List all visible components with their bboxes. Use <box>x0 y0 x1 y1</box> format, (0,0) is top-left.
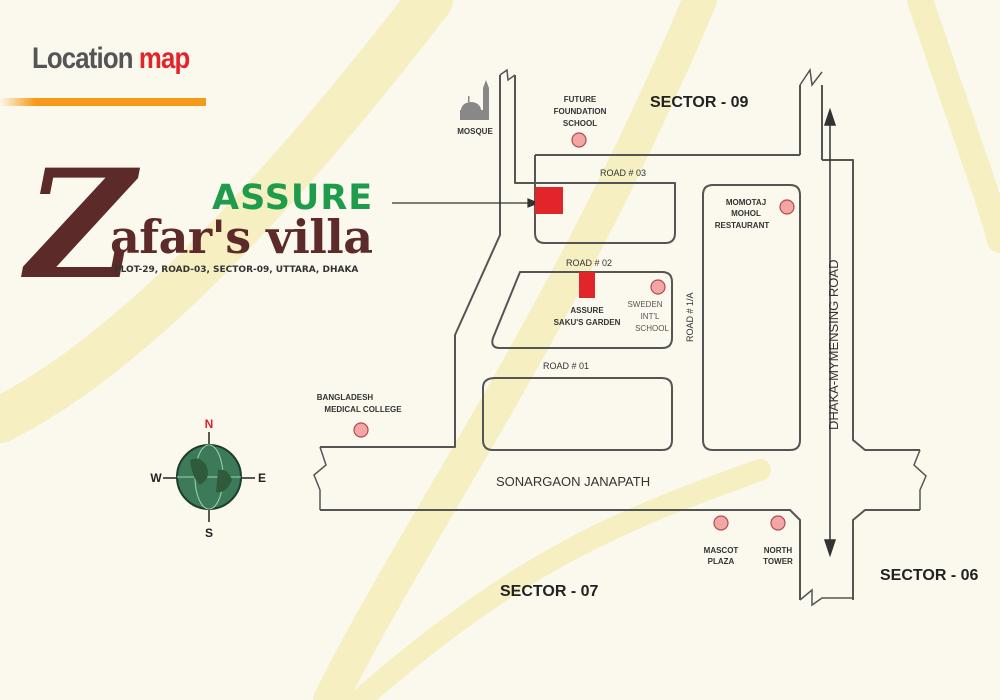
future-school-label-3: SCHOOL <box>563 119 597 128</box>
momotaj-label-3: RESTAURANT <box>715 221 770 230</box>
brand-address: PLOT-29, ROAD-03, SECTOR-09, UTTARA, DHA… <box>114 265 359 275</box>
zafars-villa-plot <box>535 187 563 214</box>
future-school-label-1: FUTURE <box>564 95 597 104</box>
compass-n: N <box>205 417 214 431</box>
north-tower-pin <box>770 515 786 531</box>
sector-06-label: SECTOR - 06 <box>880 567 979 584</box>
road-01-label: ROAD # 01 <box>543 361 589 371</box>
page-heading: Location map <box>32 42 190 76</box>
heading-location: Location <box>32 42 133 75</box>
momotaj-pin <box>779 199 795 215</box>
compass: N S E W <box>150 417 266 540</box>
momotaj-label-1: MOMOTAJ <box>726 198 766 207</box>
sweden-school-pin <box>650 279 666 295</box>
north-tower-label-2: TOWER <box>763 557 793 566</box>
sweden-school-label-2: INT'L <box>641 312 660 321</box>
mosque-label: MOSQUE <box>457 127 493 136</box>
mascot-plaza-label-2: PLAZA <box>708 557 735 566</box>
road-1a-label: ROAD # 1/A <box>685 292 695 342</box>
medical-college-label-2: MEDICAL COLLEGE <box>324 405 402 414</box>
mosque-icon <box>460 80 489 120</box>
momotaj-label-2: MOHOL <box>731 209 761 218</box>
medical-college-pin <box>353 422 369 438</box>
heading-map: map <box>138 42 190 75</box>
future-school-label-2: FOUNDATION <box>554 107 607 116</box>
sakus-garden-plot <box>579 272 595 298</box>
sonargaon-janapath-label: SONARGAON JANAPATH <box>496 474 650 489</box>
road-02-label: ROAD # 02 <box>566 258 612 268</box>
saku-label-2: SAKU'S GARDEN <box>554 318 621 327</box>
road-break-marks <box>313 67 927 607</box>
medical-college-label-1: BANGLADESH <box>317 393 374 402</box>
sweden-school-label-3: SCHOOL <box>635 324 669 333</box>
sector-07-label: SECTOR - 07 <box>500 583 599 600</box>
saku-label-1: ASSURE <box>570 306 604 315</box>
heading-underline <box>0 98 206 106</box>
north-tower-label-1: NORTH <box>764 546 793 555</box>
dhaka-mymensing-road-label: DHAKA-MYMENSING ROAD <box>826 260 841 430</box>
road-arrows <box>823 107 837 558</box>
road-network <box>320 75 920 600</box>
brand-initial: Z <box>26 137 136 313</box>
brand-name: afar's villa <box>110 210 373 264</box>
brand-assure: ASSURE <box>212 178 374 218</box>
mascot-plaza-label-1: MASCOT <box>704 546 739 555</box>
compass-s: S <box>205 526 213 540</box>
future-school-pin <box>571 132 587 148</box>
mascot-plaza-pin <box>713 515 729 531</box>
compass-e: E <box>258 471 266 485</box>
road-03-label: ROAD # 03 <box>600 168 646 178</box>
sweden-school-label-1: SWEDEN <box>627 300 662 309</box>
compass-w: W <box>150 471 162 485</box>
pointer-arrow <box>392 198 540 208</box>
sector-09-label: SECTOR - 09 <box>650 94 749 111</box>
